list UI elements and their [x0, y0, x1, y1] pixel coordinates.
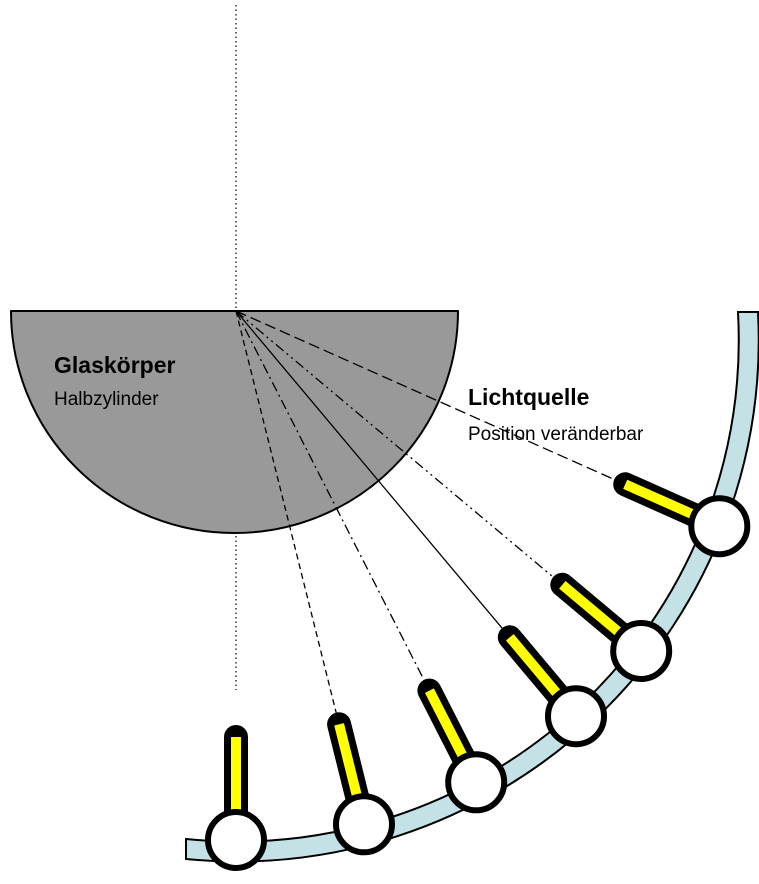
- light-ray: [235, 310, 562, 584]
- rotation-knob[interactable]: [445, 751, 508, 814]
- light-source-subtitle: Position veränderbar: [468, 424, 644, 445]
- glass-half-cylinder: [10, 310, 459, 534]
- light-source-positions: [205, 472, 751, 871]
- light-source-title: Lichtquelle: [468, 384, 589, 410]
- light-source[interactable]: [497, 625, 607, 748]
- rotation-knob[interactable]: [545, 685, 607, 748]
- rotation-knob[interactable]: [333, 793, 395, 856]
- rotation-knob[interactable]: [205, 809, 267, 871]
- light-beam-strip: [505, 634, 564, 700]
- light-beam-strip: [424, 688, 469, 762]
- rotation-knob[interactable]: [688, 495, 751, 558]
- light-source[interactable]: [550, 572, 673, 682]
- light-rays: [235, 310, 624, 723]
- light-source[interactable]: [613, 472, 751, 558]
- rotation-knob[interactable]: [610, 620, 673, 682]
- glass-body-title: Glaskörper: [54, 352, 175, 378]
- light-beam-strip: [334, 723, 363, 801]
- light-source[interactable]: [417, 678, 508, 814]
- light-source[interactable]: [327, 712, 395, 856]
- light-ray: [235, 310, 340, 723]
- light-ray: [235, 310, 624, 485]
- light-ray: [235, 310, 509, 637]
- light-beam-strip: [559, 580, 625, 639]
- light-source[interactable]: [205, 725, 267, 871]
- light-beam-strip: [623, 479, 698, 521]
- glass-body-subtitle: Halbzylinder: [54, 389, 159, 410]
- rotation-track: [185, 311, 759, 863]
